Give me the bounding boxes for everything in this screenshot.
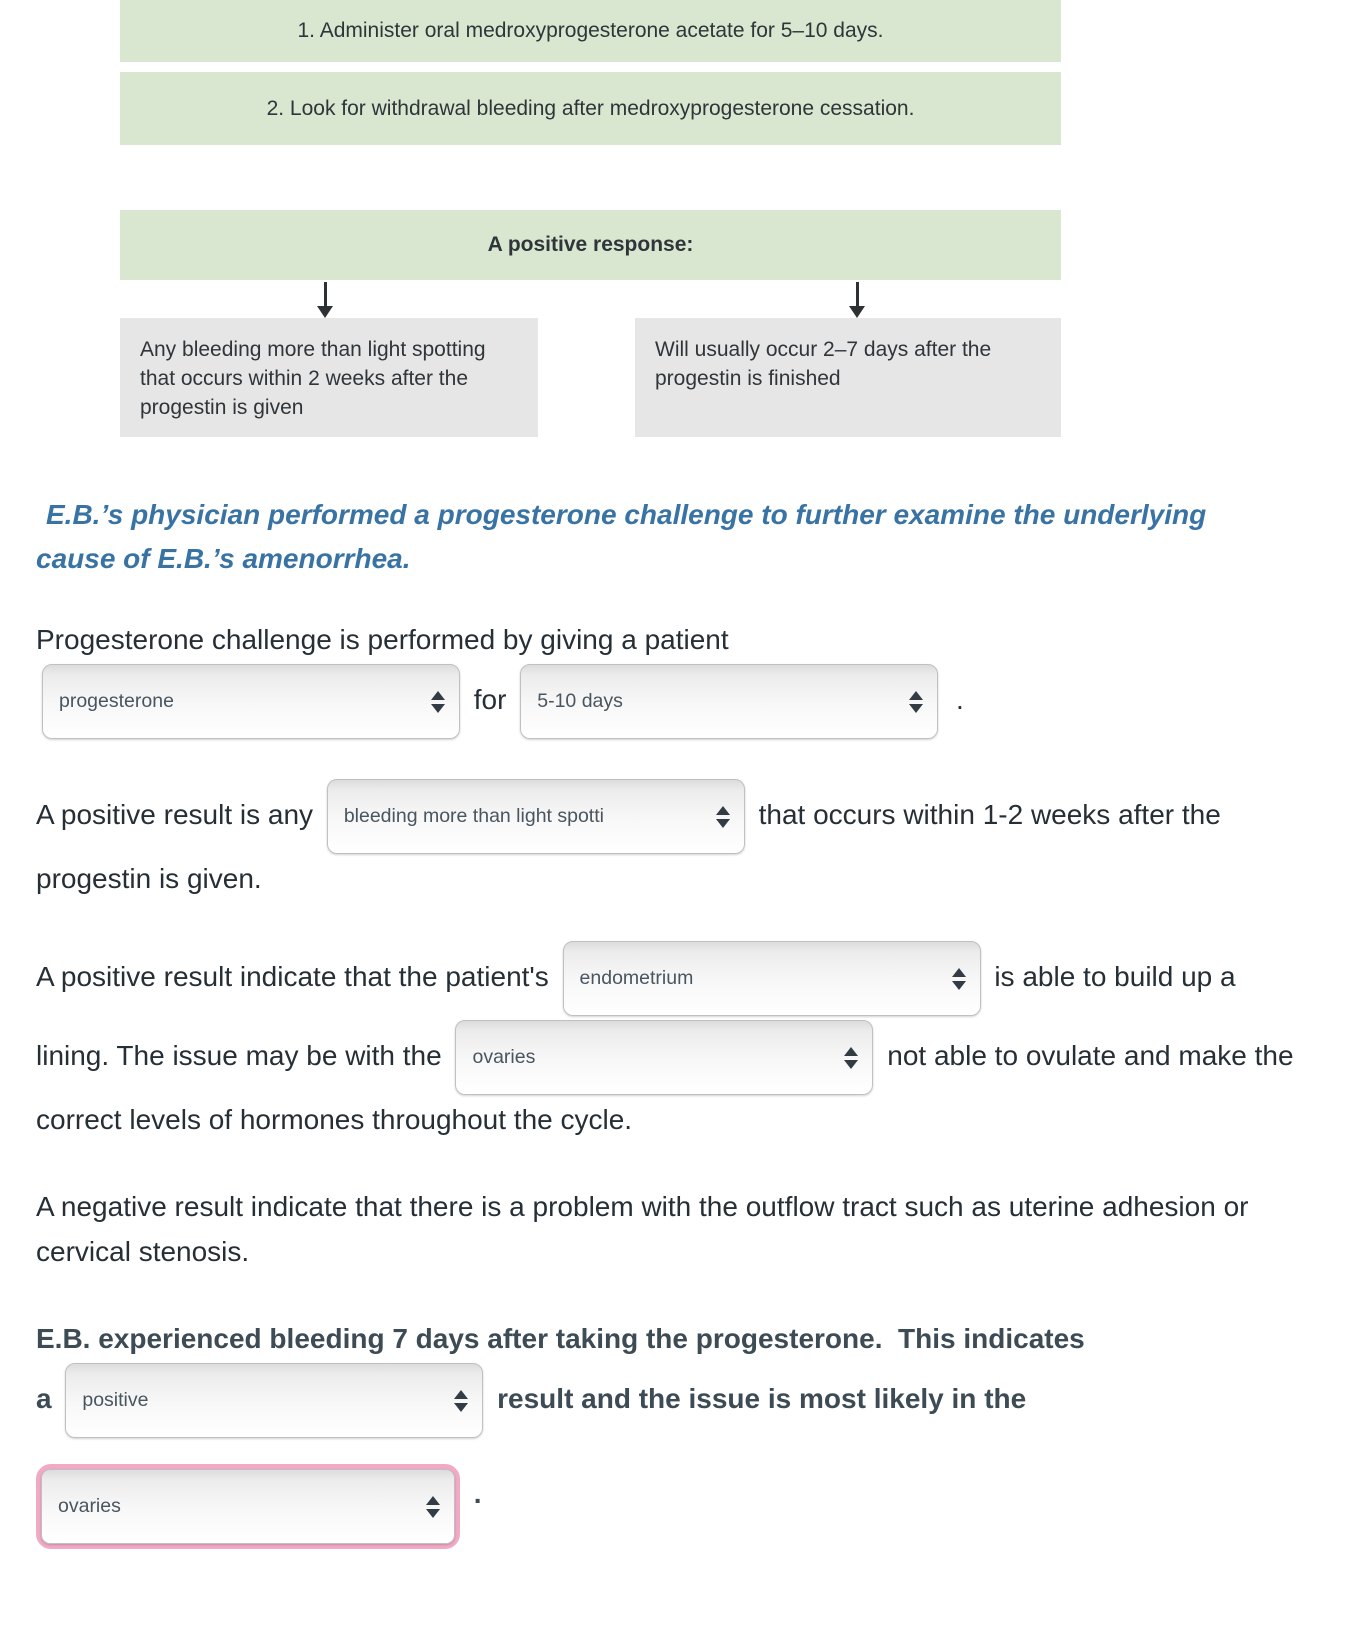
q5-lead-text: E.B. experienced bleeding 7 days after t… <box>36 1323 1085 1354</box>
question-1: Progesterone challenge is performed by g… <box>36 617 1298 741</box>
drug-select-value: progesterone <box>59 690 174 712</box>
branch-left-text: Any bleeding more than light spotting th… <box>140 338 486 419</box>
select-arrows-icon <box>426 1495 440 1518</box>
select-arrows-icon <box>454 1389 469 1412</box>
branch-box-left: Any bleeding more than light spotting th… <box>120 318 538 437</box>
flowchart-step-1-text: 1. Administer oral medroxyprogesterone a… <box>297 19 884 42</box>
q1-mid-text: for <box>473 683 507 715</box>
flowchart-step-2-text: 2. Look for withdrawal bleeding after me… <box>266 96 915 120</box>
branch-right-text: Will usually occur 2–7 days after the pr… <box>655 338 992 390</box>
question-5: E.B. experienced bleeding 7 days after t… <box>36 1316 1298 1551</box>
select-arrows-icon <box>951 967 966 990</box>
flowchart-arrows <box>120 280 1061 318</box>
issue-location-select-value: ovaries <box>58 1495 121 1517</box>
progesterone-challenge-flowchart: 1. Administer oral medroxyprogesterone a… <box>120 0 1061 437</box>
drug-select[interactable]: progesterone <box>42 664 460 739</box>
q1-lead-text: Progesterone challenge is performed by g… <box>36 624 729 655</box>
q5-period: . <box>473 1477 482 1509</box>
select-arrows-icon <box>431 690 445 713</box>
q3-pre-text: A positive result indicate that the pati… <box>36 960 549 992</box>
issue-location-select[interactable]: ovaries <box>41 1469 455 1544</box>
endometrium-select[interactable]: endometrium <box>562 941 981 1016</box>
positive-response-header: A positive response: <box>120 210 1061 280</box>
flowchart-step-2: 2. Look for withdrawal bleeding after me… <box>120 72 1061 145</box>
q2-post-text: that occurs within 1-2 weeks after the p… <box>36 798 1221 894</box>
q3-post-text: not able to ovulate and make the correct… <box>36 1039 1294 1135</box>
select-arrows-icon <box>844 1046 859 1069</box>
q5-article-text: a <box>36 1382 52 1414</box>
bleeding-select[interactable]: bleeding more than light spotti <box>326 779 745 854</box>
endometrium-select-value: endometrium <box>579 967 694 989</box>
q5-mid-text: result and the issue is most likely in t… <box>497 1382 1027 1414</box>
case-note: E.B.’s physician performed a progesteron… <box>36 499 1207 574</box>
negative-result-text: A negative result indicate that there is… <box>36 1191 1249 1267</box>
bleeding-select-value: bleeding more than light spotti <box>343 805 604 827</box>
result-type-select-value: positive <box>82 1389 149 1411</box>
down-arrow-icon <box>317 282 333 318</box>
q1-period: . <box>956 683 964 715</box>
duration-select[interactable]: 5-10 days <box>520 664 939 739</box>
branch-box-right: Will usually occur 2–7 days after the pr… <box>635 318 1061 437</box>
result-type-select[interactable]: positive <box>65 1363 484 1438</box>
select-arrows-icon <box>909 690 924 713</box>
issue-location-select-highlight: ovaries <box>36 1464 460 1549</box>
down-arrow-icon <box>849 282 865 318</box>
duration-select-value: 5-10 days <box>537 690 623 712</box>
q3-mid-text: is able to build up a lining. The issue … <box>36 960 1236 1071</box>
question-2: A positive result is any bleeding more t… <box>36 777 1298 901</box>
q2-pre-text: A positive result is any <box>36 798 314 830</box>
ovaries-select-value: ovaries <box>472 1046 536 1068</box>
question-3: A positive result indicate that the pati… <box>36 939 1298 1142</box>
positive-response-header-text: A positive response: <box>487 233 694 256</box>
select-arrows-icon <box>715 805 730 828</box>
ovaries-select[interactable]: ovaries <box>455 1020 874 1095</box>
flowchart-step-1: 1. Administer oral medroxyprogesterone a… <box>120 0 1061 62</box>
